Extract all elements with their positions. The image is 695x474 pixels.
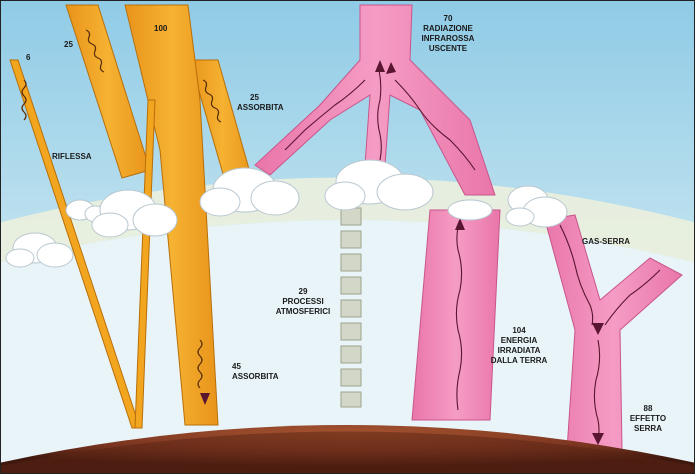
label-processi: PROCESSI	[268, 297, 338, 307]
atmospheric-process-blocks	[341, 208, 361, 407]
label-infrarossa: INFRAROSSA	[418, 34, 478, 44]
value-absorbed-atmosphere: 25	[250, 93, 259, 103]
atmospheric-processes-label: 29 PROCESSI ATMOSFERICI	[268, 287, 338, 317]
label-gas-serra: GAS-SERRA	[582, 237, 630, 247]
greenhouse-effect-label: 88 EFFETTO SERRA	[626, 404, 670, 434]
value-reflected-surface: 6	[26, 53, 30, 63]
infrared-outgoing-label: 70 RADIAZIONE INFRAROSSA USCENTE	[418, 14, 478, 54]
label-energia: ENERGIA	[486, 336, 552, 346]
label-effetto: EFFETTO	[626, 414, 670, 424]
label-dalla-terra: DALLA TERRA	[486, 356, 552, 366]
cloud-mid-right	[448, 200, 492, 220]
label-riflessa: RIFLESSA	[52, 152, 92, 162]
label-atmosferici: ATMOSFERICI	[268, 307, 338, 317]
earth-radiation-label: 104 ENERGIA IRRADIATA DALLA TERRA	[486, 326, 552, 366]
label-assorbita-bottom: ASSORBITA	[232, 372, 279, 382]
value-absorbed-surface: 45	[232, 362, 279, 372]
value-incoming-solar: 100	[154, 24, 167, 34]
label-uscente: USCENTE	[418, 44, 478, 54]
label-assorbita-top: ASSORBITA	[237, 103, 284, 113]
value-earth-radiation: 104	[486, 326, 552, 336]
label-radiazione: RADIAZIONE	[418, 24, 478, 34]
label-serra: SERRA	[626, 424, 670, 434]
value-reflected-clouds: 25	[64, 40, 73, 50]
value-greenhouse: 88	[626, 404, 670, 414]
label-irradiata: IRRADIATA	[486, 346, 552, 356]
value-atmospheric-processes: 29	[268, 287, 338, 297]
value-outgoing: 70	[418, 14, 478, 24]
absorbed-surface-label: 45 ASSORBITA	[232, 362, 279, 382]
